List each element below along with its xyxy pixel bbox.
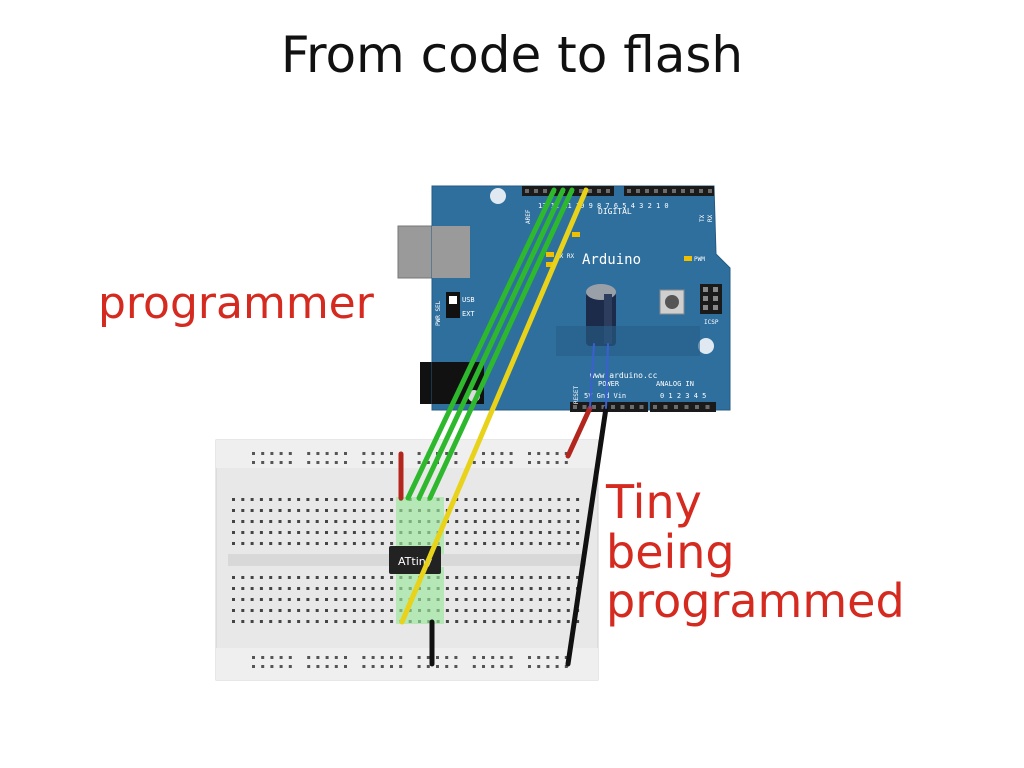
digital-header-right bbox=[624, 186, 714, 196]
digital-pin-numbers: 13 12 11 10 9 8 7 6 5 4 3 2 1 0 bbox=[538, 202, 669, 210]
pwr-sel-label: PWR SEL bbox=[435, 300, 442, 326]
wire-black-gnd bbox=[565, 405, 609, 667]
usb-label: USB bbox=[462, 296, 475, 304]
icsp-label: ICSP bbox=[704, 319, 719, 326]
wire-yellow bbox=[399, 187, 589, 625]
board-name: Arduino bbox=[582, 252, 641, 268]
wire-green-1 bbox=[405, 187, 557, 501]
pwm-label: PWM bbox=[694, 256, 705, 263]
tx-label: TX bbox=[699, 214, 706, 222]
arduino-board: Arduino www.arduino.cc DIGITAL 13 12 11 … bbox=[397, 185, 731, 412]
capacitor-leads bbox=[589, 343, 609, 409]
power-pins: 5V Gnd Vin bbox=[584, 392, 626, 400]
ext-label: EXT bbox=[462, 310, 475, 318]
analog-pins: 0 1 2 3 4 5 bbox=[660, 392, 706, 400]
power-label: POWER bbox=[598, 380, 620, 388]
rx-label: RX bbox=[707, 214, 714, 222]
breadboard: ATtiny bbox=[215, 439, 599, 681]
power-header bbox=[570, 402, 648, 412]
tiny-being-programmed-label: Tiny being programmed bbox=[606, 475, 905, 629]
board-website: www.arduino.cc bbox=[590, 371, 658, 380]
wire-red-5v bbox=[565, 405, 593, 459]
wire-green-3 bbox=[427, 187, 575, 501]
analog-header bbox=[650, 402, 716, 412]
digital-label: DIGITAL bbox=[598, 207, 632, 216]
wires bbox=[398, 187, 609, 667]
led-labels: TX RX bbox=[556, 253, 574, 260]
reset-label: RESET bbox=[573, 386, 580, 404]
wire-green-2 bbox=[416, 187, 566, 501]
analog-label: ANALOG IN bbox=[656, 380, 694, 388]
pwr-sel-jumper bbox=[446, 292, 460, 318]
programmer-label: programmer bbox=[98, 278, 374, 329]
digital-header-left bbox=[522, 186, 614, 196]
slide-title: From code to flash bbox=[280, 26, 744, 84]
aref-label: AREF bbox=[525, 209, 532, 224]
